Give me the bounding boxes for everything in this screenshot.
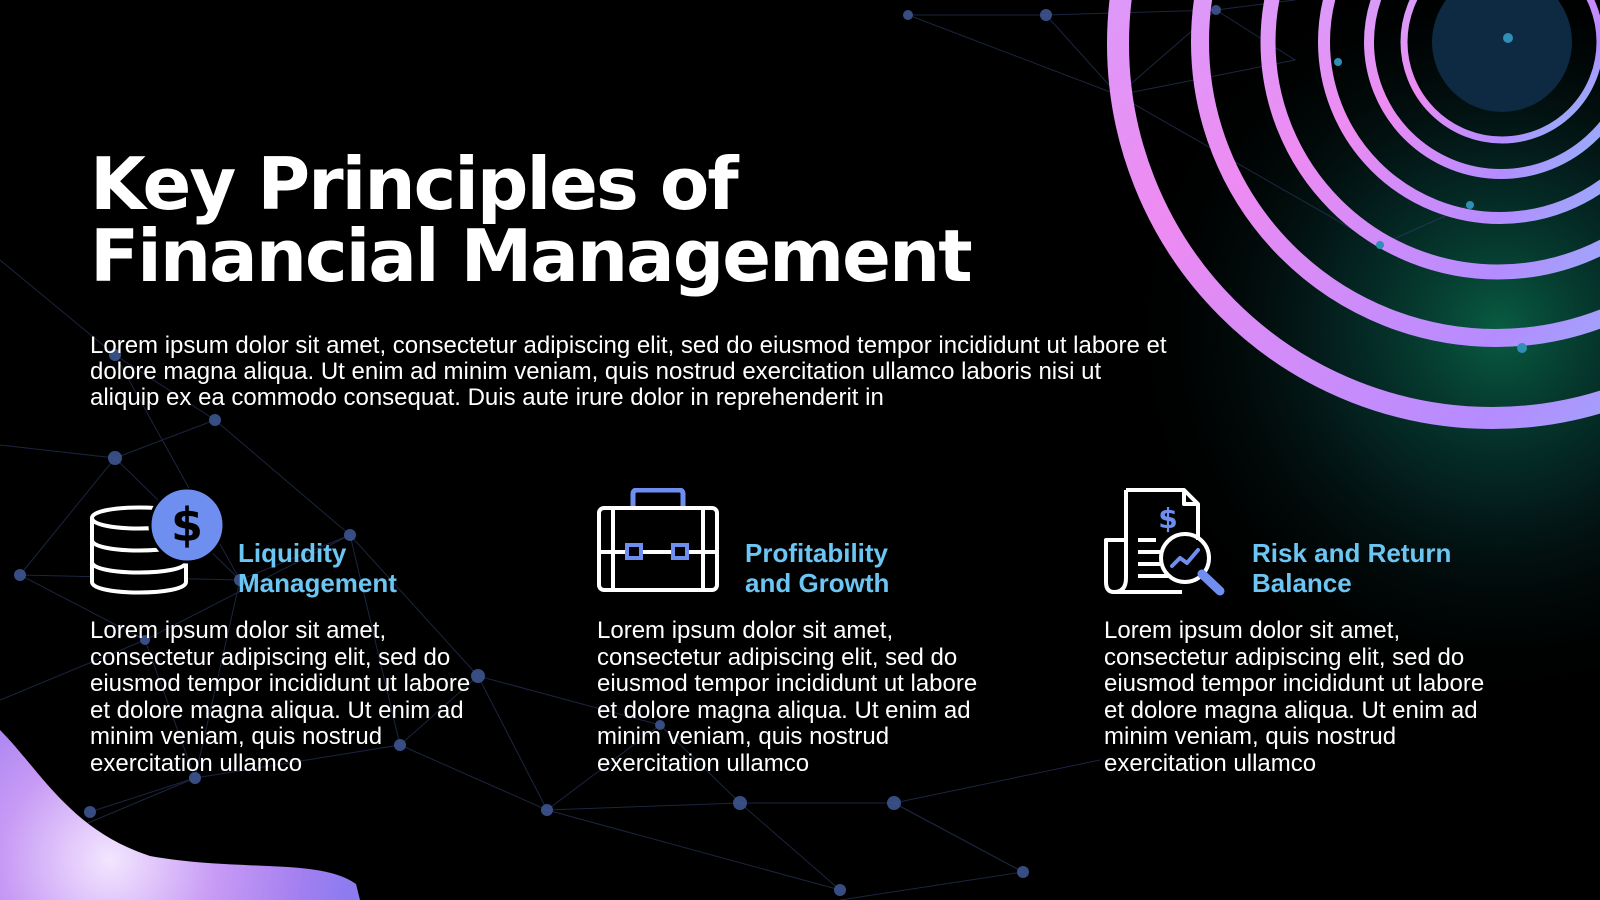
ring-nodes bbox=[1334, 33, 1527, 353]
intro-paragraph: Lorem ipsum dolor sit amet, consectetur … bbox=[90, 332, 1167, 411]
svg-text:$: $ bbox=[171, 498, 203, 552]
financial-report-analysis-icon: $ bbox=[1104, 488, 1225, 596]
svg-text:$: $ bbox=[1158, 502, 1177, 535]
card-body: Lorem ipsum dolor sit amet, consectetur … bbox=[90, 617, 471, 777]
title-line-1: Key Principles of bbox=[90, 142, 739, 226]
liquid-blob-decoration bbox=[0, 730, 360, 900]
network-nodes bbox=[14, 5, 1221, 896]
card-heading-line-1: Profitability bbox=[745, 538, 889, 568]
card-body: Lorem ipsum dolor sit amet, consectetur … bbox=[1104, 617, 1485, 777]
card-body: Lorem ipsum dolor sit amet, consectetur … bbox=[597, 617, 978, 777]
card-heading-line-1: Risk and Return bbox=[1252, 538, 1452, 568]
card-heading: Profitability and Growth bbox=[745, 538, 1005, 598]
slide-title: Key Principles of Financial Management bbox=[90, 148, 1090, 292]
briefcase-icon bbox=[597, 488, 719, 592]
card-heading-line-2: Balance bbox=[1252, 568, 1352, 598]
title-line-2: Financial Management bbox=[90, 214, 973, 298]
card-heading-line-2: and Growth bbox=[745, 568, 890, 598]
card-heading-line-1: Liquidity bbox=[238, 538, 347, 568]
card-heading: Risk and Return Balance bbox=[1252, 538, 1512, 598]
card-heading-line-2: Management bbox=[238, 568, 397, 598]
card-heading: Liquidity Management bbox=[238, 538, 498, 598]
coins-dollar-icon: $ bbox=[90, 488, 226, 595]
concentric-rings-decoration bbox=[1107, 0, 1600, 429]
